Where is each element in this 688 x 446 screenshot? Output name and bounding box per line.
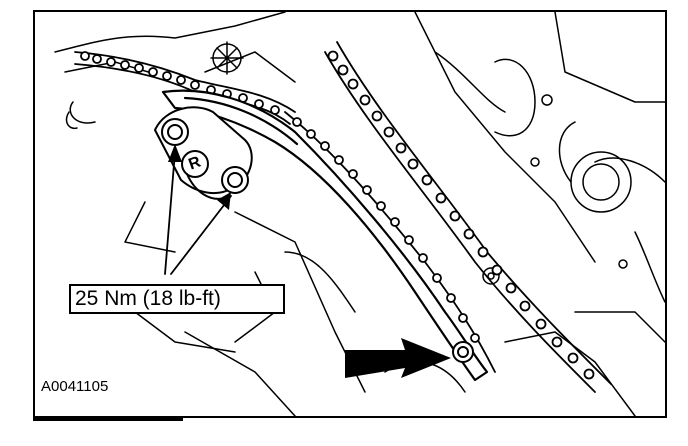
sprocket-top bbox=[210, 41, 244, 75]
chain-tensioner-arm bbox=[161, 89, 489, 382]
torque-spec-callout: 25 Nm (18 lb-ft) bbox=[69, 284, 285, 314]
tensioner-body bbox=[154, 106, 253, 200]
figure-id-label: A0041105 bbox=[41, 378, 109, 395]
timing-chain-illustration bbox=[54, 12, 665, 416]
large-arrow-right-icon bbox=[345, 338, 451, 378]
pivot-bolt bbox=[452, 341, 474, 363]
leader-lines bbox=[164, 151, 232, 275]
arrow-up-icon bbox=[168, 144, 231, 210]
bottom-rule bbox=[33, 418, 183, 421]
timing-chain-main bbox=[324, 41, 612, 393]
timing-chain-upper bbox=[74, 51, 296, 125]
timing-chain-guide-strand bbox=[284, 111, 496, 373]
diagram-frame: R 25 Nm (18 lb-ft) A0041105 bbox=[33, 10, 667, 418]
